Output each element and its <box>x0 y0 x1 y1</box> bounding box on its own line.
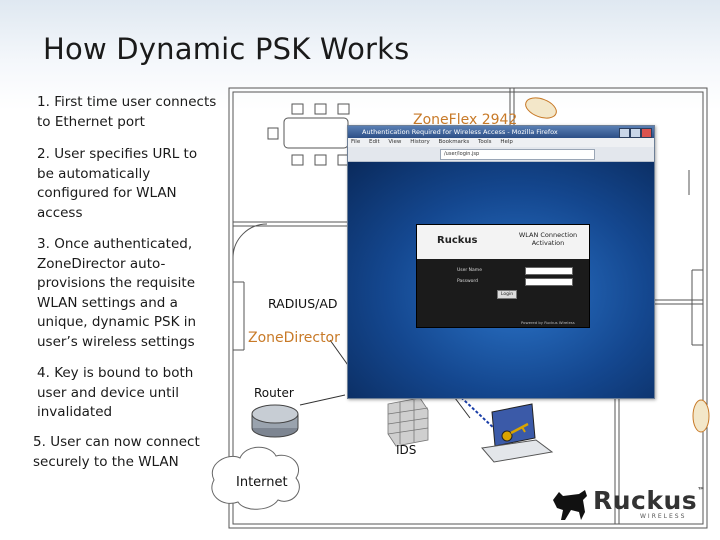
menu-bookmarks[interactable]: Bookmarks <box>438 139 470 145</box>
step-4: 4. Key is bound to both user and device … <box>37 364 227 423</box>
wall-bracket <box>233 269 703 351</box>
ruckus-dog-logo <box>553 490 587 520</box>
ruckus-logo-brand: Ruckus <box>593 486 698 515</box>
key-icon <box>501 422 529 442</box>
router-icon <box>251 404 299 438</box>
username-label: User Name <box>457 268 482 273</box>
menu-tools[interactable]: Tools <box>478 139 492 145</box>
login-brand: Ruckus <box>437 235 478 246</box>
step-5: 5. User can now connect securely to the … <box>33 433 233 472</box>
zoneflex-label: ZoneFlex 2942 <box>413 112 518 128</box>
address-bar[interactable]: /user/login.jsp <box>440 149 595 160</box>
minimize-icon[interactable] <box>619 128 630 138</box>
menu-view[interactable]: View <box>388 139 402 145</box>
browser-window-title: Authentication Required for Wireless Acc… <box>362 128 558 136</box>
router-label: Router <box>254 386 294 400</box>
browser-content: Ruckus WLAN Connection Activation User N… <box>348 162 654 398</box>
login-card: Ruckus WLAN Connection Activation User N… <box>416 224 590 328</box>
step-5-number: 5. <box>33 434 46 450</box>
browser-menubar: File Edit View History Bookmarks Tools H… <box>348 138 654 147</box>
cloud-icon <box>211 446 300 510</box>
username-field[interactable] <box>525 267 573 275</box>
step-2: 2. User specifies URL to be automaticall… <box>37 145 227 223</box>
login-footer: Powered by Ruckus Wireless <box>521 320 575 325</box>
step-1-text: First time user connects to Ethernet por… <box>37 94 217 130</box>
slide-title: How Dynamic PSK Works <box>43 32 410 66</box>
step-1: 1. First time user connects to Ethernet … <box>37 93 237 132</box>
login-card-header: Ruckus WLAN Connection Activation <box>417 225 589 259</box>
login-heading: WLAN Connection Activation <box>518 231 578 247</box>
close-icon[interactable] <box>641 128 652 138</box>
login-button[interactable]: Login <box>497 290 517 299</box>
radius-ad-label: RADIUS/AD <box>268 296 338 311</box>
menu-help[interactable]: Help <box>500 139 513 145</box>
browser-toolbar: /user/login.jsp <box>348 147 654 162</box>
firewall-icon <box>387 397 429 447</box>
browser-titlebar: Authentication Required for Wireless Acc… <box>348 126 654 138</box>
menu-edit[interactable]: Edit <box>368 139 380 145</box>
step-1-number: 1. <box>37 94 50 110</box>
zonedirector-label: ZoneDirector <box>248 330 340 346</box>
step-2-text: User specifies URL to be automatically c… <box>37 146 198 221</box>
step-5-text: User can now connect securely to the WLA… <box>33 434 200 470</box>
ruckus-logo-sub: WIRELESS <box>640 513 687 520</box>
password-field[interactable] <box>525 278 573 286</box>
conference-table <box>267 103 350 166</box>
internet-label: Internet <box>236 475 288 490</box>
maximize-icon[interactable] <box>630 128 641 138</box>
step-3-number: 3. <box>37 236 50 252</box>
step-4-number: 4. <box>37 365 50 381</box>
step-3-text: Once authenticated, ZoneDirector auto- p… <box>37 236 197 350</box>
menu-file[interactable]: File <box>351 139 361 145</box>
step-4-text: Key is bound to both user and device unt… <box>37 365 194 420</box>
step-3: 3. Once authenticated, ZoneDirector auto… <box>37 235 237 352</box>
laptop-icon <box>481 403 554 463</box>
menu-history[interactable]: History <box>410 139 430 145</box>
access-point-icon <box>525 97 710 433</box>
browser-window: Authentication Required for Wireless Acc… <box>347 125 655 399</box>
ids-label: IDS <box>396 443 417 457</box>
step-2-number: 2. <box>37 146 50 162</box>
password-label: Password <box>457 279 479 284</box>
ruckus-logo-text: Ruckus™ <box>593 486 706 515</box>
ruckus-logo-tm: ™ <box>697 486 706 495</box>
